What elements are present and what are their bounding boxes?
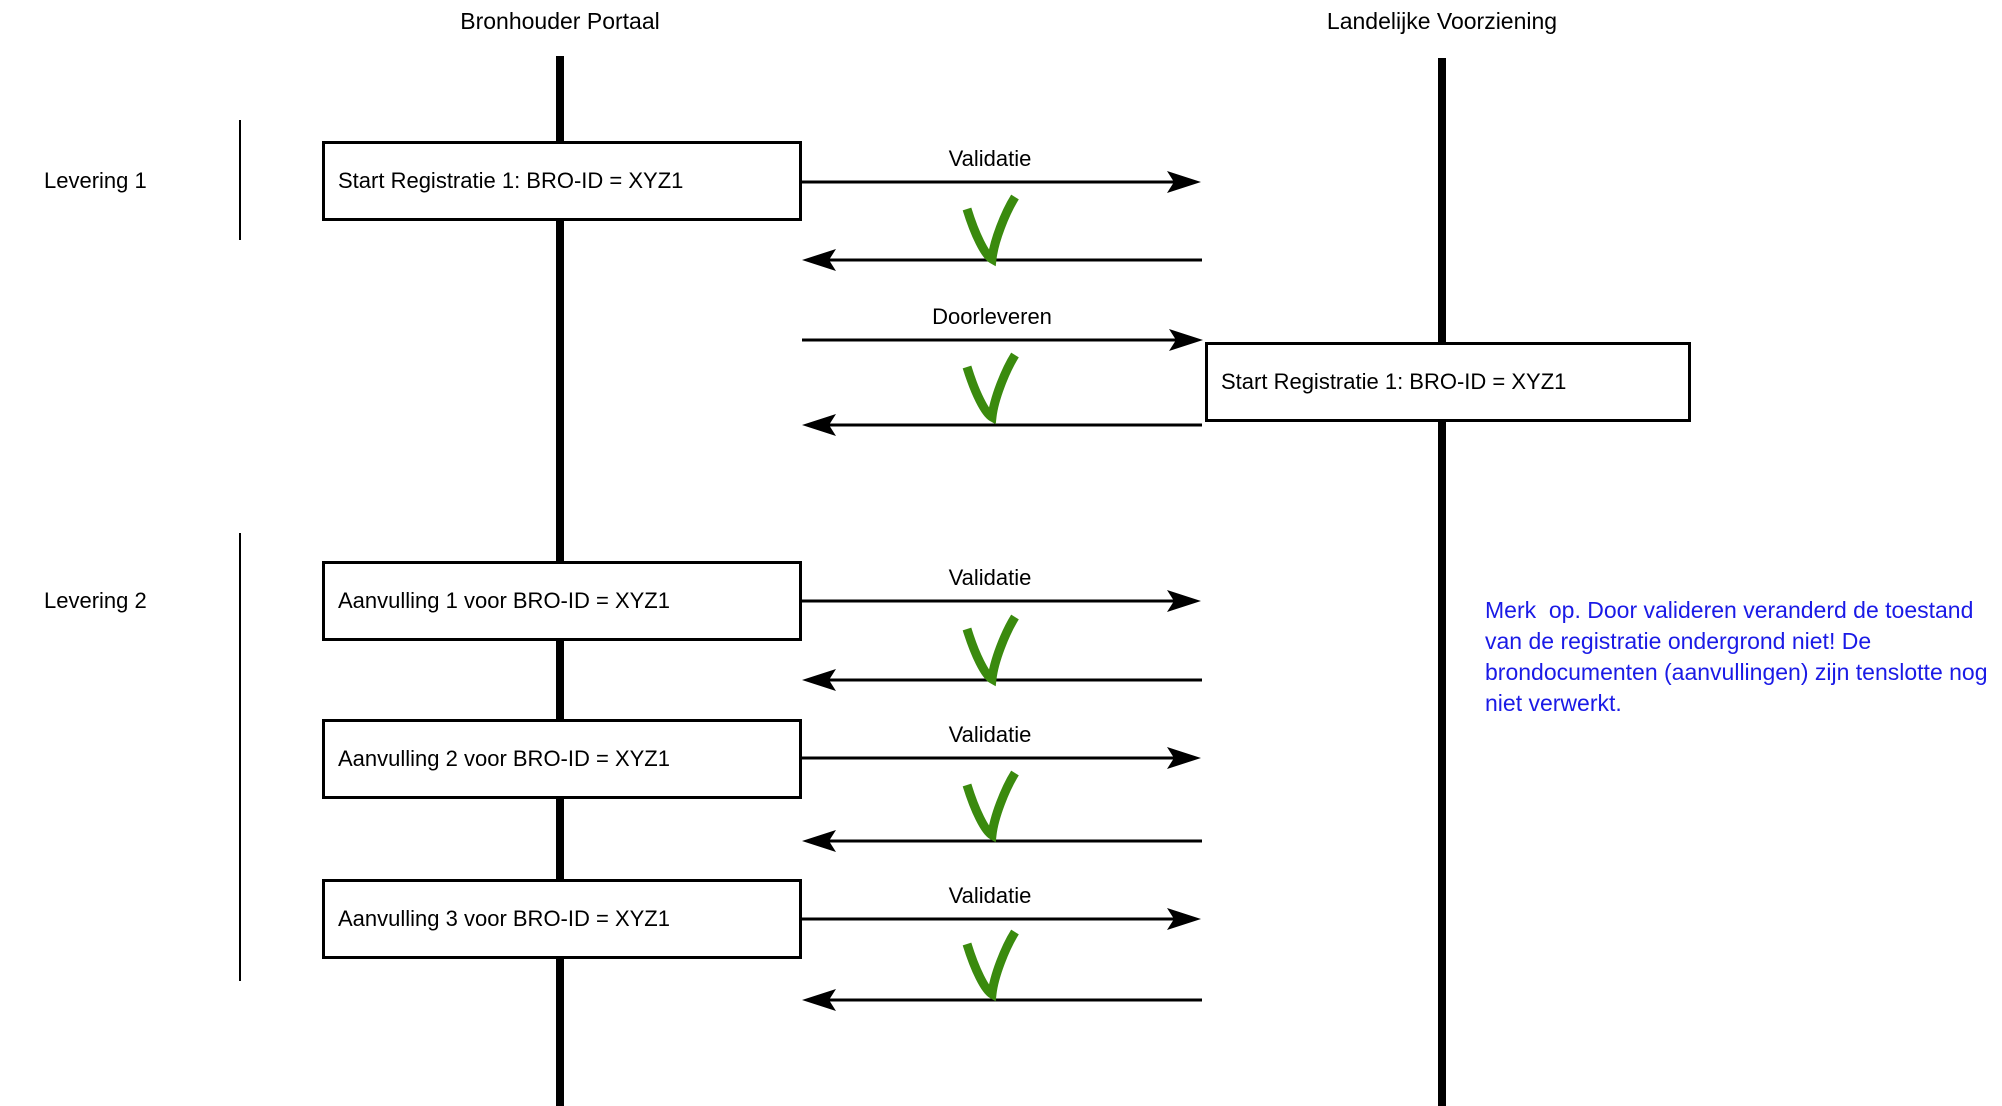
- annotation-note: Merk op. Door valideren veranderd de toe…: [1485, 597, 1994, 716]
- validatie-request-arrow-1: [802, 171, 1201, 193]
- box-start-registratie-landelijke-voorziening: Start Registratie 1: BRO-ID = XYZ1: [1205, 342, 1691, 422]
- validatie-label-2: Validatie: [948, 565, 1032, 590]
- levering1-label: Levering 1: [44, 168, 147, 193]
- lifeline-title-landelijke-voorziening: Landelijke Voorziening: [1326, 8, 1558, 34]
- box-aanvulling-3: Aanvulling 3 voor BRO-ID = XYZ1: [322, 879, 802, 959]
- validatie-label-1: Validatie: [948, 146, 1032, 171]
- doorleveren-response-arrow: [802, 414, 1202, 436]
- lifeline-title-bronhouder-portaal: Bronhouder Portaal: [460, 8, 660, 34]
- validatie-request-arrow-2: [802, 590, 1201, 612]
- doorleveren-request-arrow: [802, 329, 1203, 351]
- levering2-label: Levering 2: [44, 588, 147, 613]
- validatie-label-3: Validatie: [948, 722, 1032, 747]
- levering2-bracket: [239, 533, 241, 981]
- validatie-request-arrow-3: [802, 747, 1201, 769]
- box-aanvulling-2: Aanvulling 2 voor BRO-ID = XYZ1: [322, 719, 802, 799]
- box-aanvulling-1: Aanvulling 1 voor BRO-ID = XYZ1: [322, 561, 802, 641]
- check-icon: [962, 929, 1019, 1002]
- check-icon: [962, 194, 1019, 267]
- check-icon: [962, 770, 1019, 843]
- lifeline-landelijke-voorziening: [1438, 58, 1446, 1106]
- doorleveren-label: Doorleveren: [932, 304, 1052, 329]
- validatie-response-arrow-1: [802, 249, 1202, 271]
- check-icon: [962, 352, 1019, 425]
- validatie-response-arrow-4: [802, 989, 1202, 1011]
- validatie-request-arrow-4: [802, 908, 1201, 930]
- validatie-label-4: Validatie: [948, 883, 1032, 908]
- box-start-registratie-bronhouder: Start Registratie 1: BRO-ID = XYZ1: [322, 141, 802, 221]
- check-icon: [962, 614, 1019, 687]
- validatie-response-arrow-3: [802, 830, 1202, 852]
- levering1-bracket: [239, 120, 241, 240]
- validatie-response-arrow-2: [802, 669, 1202, 691]
